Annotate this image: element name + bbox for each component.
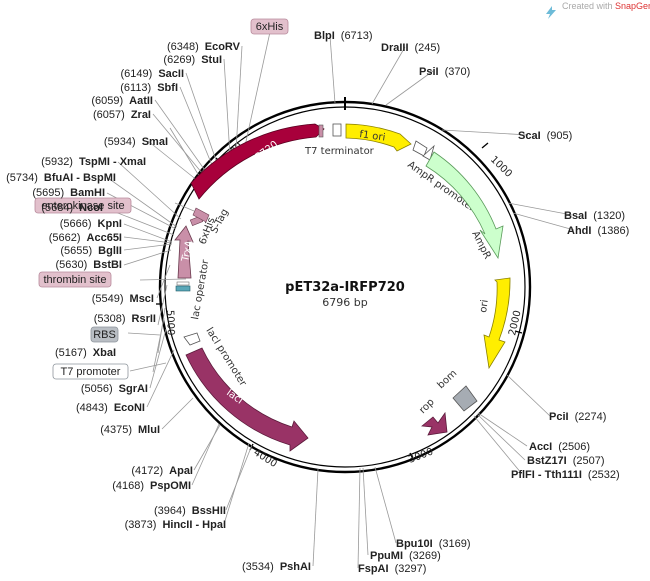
site-label[interactable]: (5630)BstBI bbox=[55, 259, 122, 271]
site-label[interactable]: FspAI(3297) bbox=[358, 563, 426, 575]
site-label[interactable]: (5695)BamHI bbox=[32, 187, 105, 199]
svg-text:T7 promoter: T7 promoter bbox=[61, 366, 121, 378]
tick-4000: 4000 bbox=[251, 447, 278, 470]
site-label[interactable]: (4172)ApaI bbox=[131, 465, 193, 477]
site-label[interactable]: (6059)AatII bbox=[91, 95, 153, 107]
feature-label-t7-terminator: T7 terminator bbox=[304, 146, 375, 157]
site-label[interactable]: (5666)KpnI bbox=[60, 218, 122, 230]
plasmid-name: pET32a-IRFP720 bbox=[285, 280, 405, 295]
site-label[interactable]: (6113)SbfI bbox=[120, 82, 178, 94]
site-label[interactable]: BsaI(1320) bbox=[564, 210, 625, 222]
feature-label-lac-operator: lac operator bbox=[190, 258, 212, 320]
tag-rbs[interactable]: RBS bbox=[90, 326, 119, 343]
site-label[interactable]: (4843)EcoNI bbox=[76, 402, 145, 414]
site-label[interactable]: DraIII(245) bbox=[381, 42, 440, 54]
feature-trxa[interactable]: TrxA bbox=[174, 225, 195, 279]
feature-label-f1-ori: f1 ori bbox=[359, 129, 386, 144]
site-label[interactable]: PsiI(370) bbox=[419, 66, 470, 78]
site-label[interactable]: (3873)HincII - HpaI bbox=[125, 519, 226, 531]
site-label[interactable]: (6057)ZraI bbox=[93, 109, 151, 121]
feature-label-trxa: TrxA bbox=[180, 239, 195, 263]
watermark-text: Created with SnapGene® bbox=[562, 1, 650, 11]
site-label[interactable]: (5734)BfuAI - BspMI bbox=[6, 172, 116, 184]
site-label[interactable]: (3534)PshAI bbox=[242, 561, 311, 573]
site-label[interactable]: ScaI(905) bbox=[518, 130, 572, 142]
site-label[interactable]: BlpI(6713) bbox=[314, 30, 373, 42]
site-label[interactable]: (5932)TspMI - XmaI bbox=[41, 156, 146, 168]
site-label[interactable]: (6348)EcoRV bbox=[167, 41, 241, 53]
feature-rop[interactable]: rop bbox=[417, 397, 448, 436]
feature-label-ori: ori bbox=[478, 299, 491, 313]
site-label[interactable]: (5655)BglII bbox=[60, 245, 122, 257]
site-label[interactable]: (5056)SgrAI bbox=[81, 383, 148, 395]
site-label[interactable]: (6149)SacII bbox=[121, 68, 184, 80]
site-leader-lines bbox=[104, 31, 575, 569]
site-label[interactable]: (4168)PspOMI bbox=[112, 480, 191, 492]
site-label[interactable]: (5934)SmaI bbox=[104, 136, 168, 148]
site-label[interactable]: (6269)StuI bbox=[163, 54, 222, 66]
site-label[interactable]: AccI(2506) bbox=[529, 441, 590, 453]
svg-text:6xHis: 6xHis bbox=[256, 21, 284, 33]
tag-6xhis[interactable]: 6xHis bbox=[250, 18, 289, 35]
site-label[interactable]: (5308)RsrII bbox=[94, 313, 156, 325]
site-label[interactable]: (5167)XbaI bbox=[55, 347, 116, 359]
feature-label-rop: rop bbox=[417, 397, 436, 416]
snapgene-logo-icon bbox=[546, 6, 556, 19]
backbone bbox=[158, 97, 532, 474]
feature-bom[interactable]: bom bbox=[436, 368, 478, 412]
site-label[interactable]: PpuMI(3269) bbox=[370, 550, 441, 562]
site-label[interactable]: (4375)MluI bbox=[100, 424, 160, 436]
feature-ori[interactable]: ori bbox=[478, 277, 511, 370]
site-label[interactable]: PciI(2274) bbox=[549, 411, 606, 423]
site-label[interactable]: AhdI(1386) bbox=[567, 225, 629, 237]
tag-t7-promoter[interactable]: T7 promoter bbox=[52, 363, 129, 380]
svg-text:RBS: RBS bbox=[93, 329, 116, 341]
site-label[interactable]: (3964)BssHII bbox=[154, 505, 226, 517]
feature-t7-terminator[interactable]: T7 terminator bbox=[304, 123, 375, 157]
svg-text:thrombin site: thrombin site bbox=[44, 274, 107, 286]
site-label[interactable]: BstZ17I(2507) bbox=[527, 455, 605, 467]
plasmid-size: 6796 bp bbox=[322, 296, 367, 309]
feature-ampr-promoter[interactable]: AmpR promoter bbox=[405, 140, 477, 215]
site-label[interactable]: (5662)Acc65I bbox=[49, 232, 122, 244]
feature-f1-ori[interactable]: f1 ori bbox=[345, 123, 412, 152]
svg-text:enterokinase site: enterokinase site bbox=[41, 200, 124, 212]
site-label[interactable]: PflFI - Tth111I(2532) bbox=[511, 469, 620, 481]
site-label[interactable]: (5684)NcoI bbox=[41, 202, 103, 214]
feature-label-bom: bom bbox=[436, 368, 460, 391]
tag-thrombin-site[interactable]: thrombin site bbox=[38, 271, 112, 288]
site-label[interactable]: (5549)MscI bbox=[92, 293, 154, 305]
site-label[interactable]: Bpu10I(3169) bbox=[396, 538, 470, 550]
tag-enterokinase-site[interactable]: enterokinase site bbox=[34, 197, 132, 214]
tick-5000: 5000 bbox=[164, 310, 176, 336]
tick-3000: 3000 bbox=[407, 446, 435, 465]
